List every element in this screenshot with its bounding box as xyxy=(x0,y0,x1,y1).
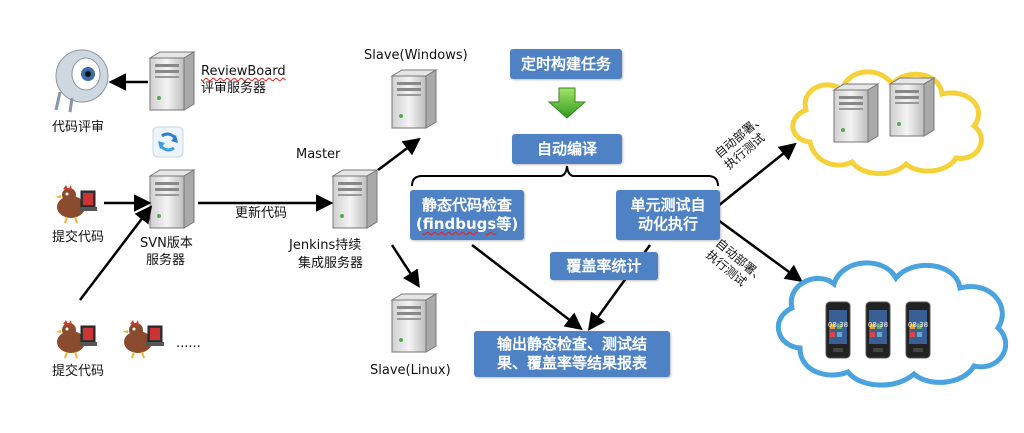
slave-windows-server-icon xyxy=(391,69,437,129)
code-review-label: 代码评审 xyxy=(52,120,105,135)
master-label: Master xyxy=(296,147,341,162)
submit-code-label-1: 提交代码 xyxy=(52,230,105,245)
yellow-cloud xyxy=(790,69,984,177)
slave-windows-label: Slave(Windows) xyxy=(364,48,468,63)
phone-icon-2 xyxy=(865,301,891,359)
update-code-label: 更新代码 xyxy=(235,206,288,221)
unit-test-box: 单元测试自 动化执行 xyxy=(616,190,720,240)
code-review-eye-icon xyxy=(54,49,109,113)
developer-icon-1 xyxy=(54,184,98,224)
developer-icon-3 xyxy=(121,319,165,359)
developer-icon-2 xyxy=(54,319,98,359)
phone-icon-1 xyxy=(825,301,851,359)
blue-cloud xyxy=(775,260,1009,388)
phone-time-3: 08:38 xyxy=(908,321,928,329)
cloud-server-icon-1 xyxy=(833,83,879,143)
jenkins-label-line2: 集成服务器 xyxy=(298,256,364,271)
output-report-box: 输出静态检查、测试结 果、覆盖率等结果报表 xyxy=(474,331,670,377)
reviewboard-label: ReviewBoard xyxy=(201,64,286,79)
phone-icon-3 xyxy=(905,301,931,359)
coverage-box: 覆盖率统计 xyxy=(550,252,658,280)
timed-build-box: 定时构建任务 xyxy=(510,49,622,79)
review-server-label: 评审服务器 xyxy=(201,81,267,96)
sync-icon xyxy=(152,126,184,158)
auto-compile-box: 自动编译 xyxy=(512,134,622,164)
submit-code-label-2: 提交代码 xyxy=(52,364,105,379)
split-brace xyxy=(411,165,719,187)
cloud-server-icon-2 xyxy=(889,77,935,137)
ellipsis-label: ...... xyxy=(176,336,201,351)
static-check-box: 静态代码检查 (findbugs等) xyxy=(410,190,524,240)
jenkins-server-icon xyxy=(332,169,378,229)
svn-label-line2: 服务器 xyxy=(146,253,186,268)
reviewboard-server-icon xyxy=(149,51,195,111)
jenkins-label-line1: Jenkins持续 xyxy=(289,238,362,253)
slave-linux-server-icon xyxy=(391,293,437,353)
phone-time-1: 08:38 xyxy=(828,321,848,329)
svn-server-icon xyxy=(149,169,195,229)
slave-linux-label: Slave(Linux) xyxy=(370,363,451,378)
green-down-arrow-icon xyxy=(547,87,587,119)
svn-label-line1: SVN版本 xyxy=(140,236,193,251)
phone-time-2: 08:38 xyxy=(868,321,888,329)
